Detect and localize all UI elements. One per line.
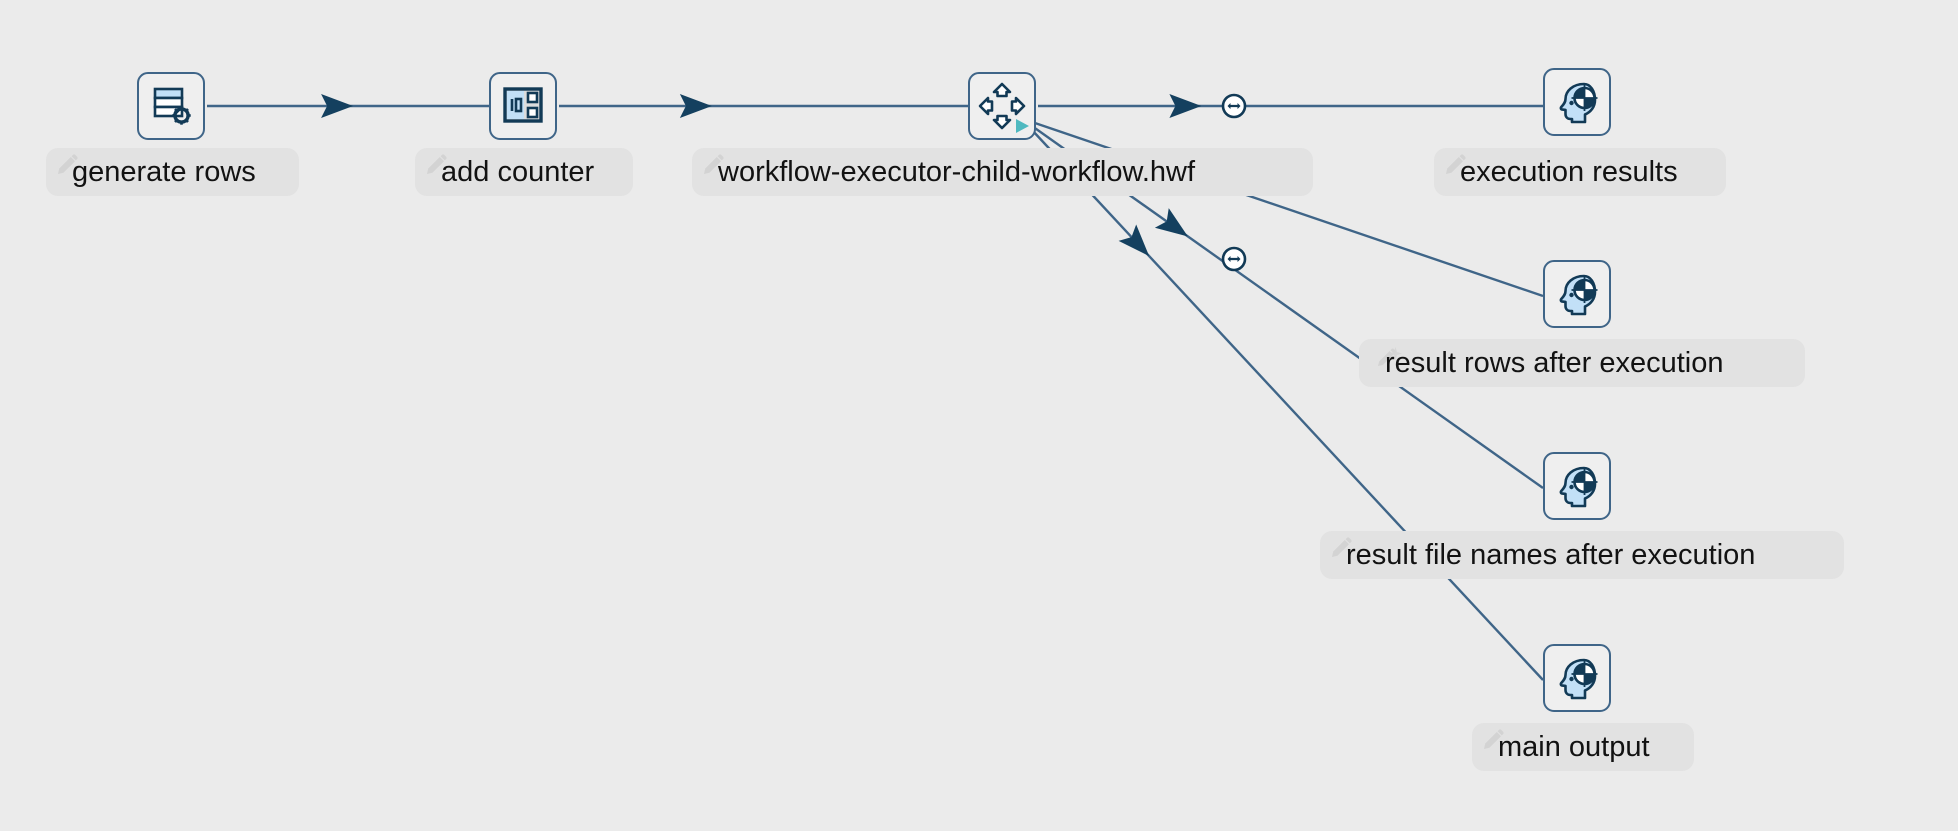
- node-result-rows-after-execution[interactable]: [1543, 260, 1611, 328]
- node-execution-results[interactable]: [1543, 68, 1611, 136]
- node-label-generate-rows[interactable]: generate rows: [46, 148, 299, 196]
- node-label-workflow-executor[interactable]: workflow-executor-child-workflow.hwf: [692, 148, 1313, 196]
- node-result-file-names-after-execution[interactable]: [1543, 452, 1611, 520]
- node-label-text: workflow-executor-child-workflow.hwf: [718, 155, 1196, 188]
- node-label-text: add counter: [441, 155, 595, 188]
- node-label-result-file-names-after-execution[interactable]: result file names after execution: [1320, 531, 1844, 579]
- workflow-executor-icon: [977, 81, 1027, 131]
- dummy-head-icon: [1554, 79, 1600, 125]
- node-label-main-output[interactable]: main output: [1472, 723, 1694, 771]
- connection-line: [1031, 129, 1544, 681]
- node-label-text: execution results: [1460, 155, 1678, 188]
- node-generate-rows[interactable]: [137, 72, 205, 140]
- dummy-head-icon: [1554, 463, 1600, 509]
- add-counter-icon: [502, 85, 544, 127]
- connection-add-counter-to-workflow-executor[interactable]: [559, 94, 968, 118]
- node-label-text: result file names after execution: [1346, 538, 1756, 571]
- node-label-execution-results[interactable]: execution results: [1434, 148, 1726, 196]
- node-workflow-executor[interactable]: [968, 72, 1036, 140]
- copy-rows-icon[interactable]: [1221, 93, 1247, 119]
- connection-arrowhead: [679, 94, 712, 118]
- connection-arrowhead: [1169, 94, 1202, 118]
- node-label-text: main output: [1498, 730, 1650, 763]
- connection-workflow-executor-to-execution-results[interactable]: [1038, 94, 1543, 118]
- dummy-head-icon: [1554, 271, 1600, 317]
- connection-arrowhead: [1118, 224, 1150, 257]
- play-icon[interactable]: [1013, 117, 1031, 135]
- node-label-text: result rows after execution: [1385, 346, 1724, 379]
- connection-workflow-executor-to-main-output[interactable]: [1031, 129, 1544, 681]
- node-main-output[interactable]: [1543, 644, 1611, 712]
- copy-rows-icon[interactable]: [1221, 246, 1247, 272]
- connection-arrowhead: [1154, 208, 1188, 237]
- generate-rows-icon: [148, 83, 194, 129]
- node-label-text: generate rows: [72, 155, 256, 188]
- connection-arrowhead: [321, 94, 354, 118]
- dummy-head-icon: [1554, 655, 1600, 701]
- node-label-add-counter[interactable]: add counter: [415, 148, 633, 196]
- connection-generate-rows-to-add-counter[interactable]: [207, 94, 489, 118]
- node-label-result-rows-after-execution[interactable]: result rows after execution: [1359, 339, 1805, 387]
- node-add-counter[interactable]: [489, 72, 557, 140]
